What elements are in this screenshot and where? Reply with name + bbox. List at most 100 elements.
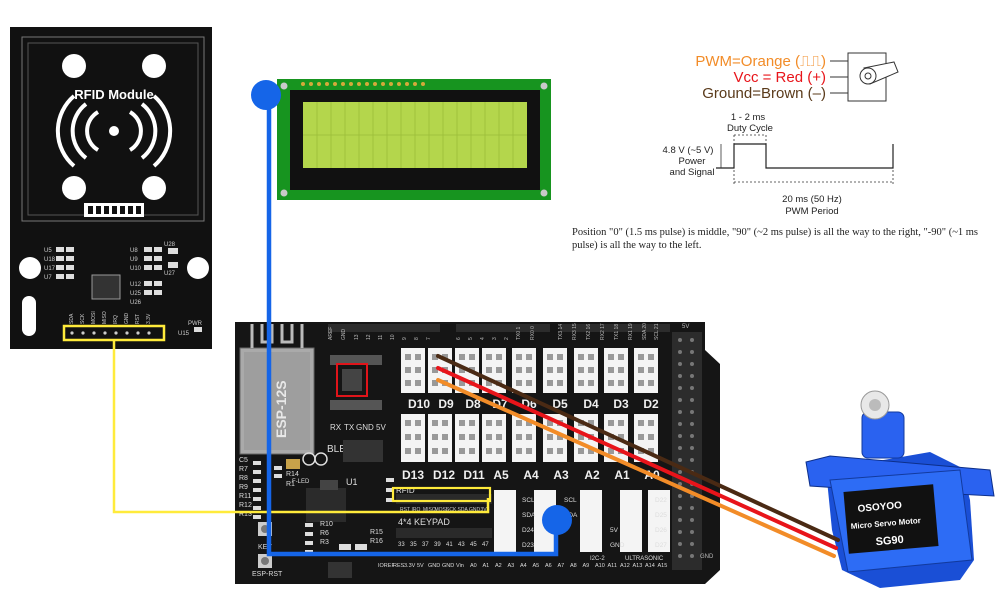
pin-block [428, 414, 452, 462]
side-label: D25 [655, 512, 667, 519]
pin-block [401, 414, 425, 462]
analog-label: A8 [570, 563, 577, 569]
digital-top-label: 5 [468, 337, 474, 340]
digital-top-label: TX2 16 [586, 324, 592, 340]
pwm-duty-label: Duty Cycle [727, 123, 773, 134]
rfid-chip-label: U5 [44, 248, 52, 254]
uart-rx: RX [330, 423, 342, 432]
analog-label: A13 [633, 563, 643, 569]
pin-label-top: D2 [643, 397, 659, 411]
power-label: Vin [456, 563, 464, 569]
analog-label: A6 [545, 563, 552, 569]
rfid-pin-label: MISO [102, 311, 108, 324]
power-label: GND [428, 563, 440, 569]
analog-label: A3 [508, 563, 515, 569]
keypad-pin: 47 [482, 542, 489, 548]
analog-label: A9 [583, 563, 590, 569]
pin-label-top: D8 [465, 397, 481, 411]
pin-block [543, 348, 567, 393]
keypad-label: 4*4 KEYPAD [398, 517, 450, 527]
keypad-pin: 39 [434, 542, 441, 548]
uart-gnd: GND [356, 423, 374, 432]
uart-5v: 5V [376, 423, 386, 432]
digital-top-label: 12 [366, 334, 372, 340]
uart-tx: TX [344, 423, 355, 432]
ultrasonic-label: ULTRASONIC [625, 556, 664, 562]
pin-block [634, 348, 658, 393]
digital-top-label: GND [341, 329, 347, 341]
pin-block [482, 414, 506, 462]
analog-label: A14 [645, 563, 655, 569]
fled-label: F-LED [292, 479, 310, 485]
component-label: R3 [320, 539, 329, 546]
component-label: R1 [286, 481, 295, 488]
rfid-pin-label: RST [135, 314, 141, 324]
analog-label: A12 [620, 563, 630, 569]
keypad-pin: 43 [458, 542, 465, 548]
rfid-chip-label: U25 [130, 291, 142, 297]
rfid-pin-label: 3.3V [146, 313, 152, 324]
pin-label-top: D3 [613, 397, 629, 411]
digital-top-label: 3 [492, 337, 498, 340]
analog-label: A1 [483, 563, 490, 569]
board-rfid-pin: IRQ [412, 507, 421, 513]
digital-top-label: 9 [402, 337, 408, 340]
rfid-pin-label: MOSI [91, 311, 97, 324]
digital-top-label: 7 [426, 337, 432, 340]
board-rfid-pin: MOSI [435, 507, 448, 513]
servo-motor: OSOYOO Micro Servo Motor SG90 [805, 390, 995, 588]
board-rfid-highlight [391, 486, 492, 503]
pin-label-bottom: D12 [433, 468, 455, 482]
lcd-module [277, 79, 551, 200]
rfid-pwr-label: PWR [188, 321, 203, 327]
rfid-chip-label: U10 [130, 266, 142, 272]
pin-label-top: D4 [583, 397, 599, 411]
digital-top-label: 13 [354, 334, 360, 340]
side-label: D27 [655, 542, 667, 549]
pin-label-top: D5 [552, 397, 568, 411]
rfid-chip-label: U8 [130, 248, 138, 254]
servo-horn-icon [859, 61, 899, 85]
legend-gnd: Ground=Brown (–) [702, 85, 826, 102]
pin-label-top: D9 [438, 397, 454, 411]
esp-jumper-highlight [336, 363, 368, 397]
servo-model: SG90 [875, 534, 904, 548]
board-rfid-pin: MISO [423, 507, 436, 513]
rfid-chip-label: U12 [130, 282, 142, 288]
component-label: R11 [239, 493, 251, 500]
pin-block [574, 348, 598, 393]
side-label: SDA [522, 512, 536, 519]
pin-block [455, 414, 479, 462]
arduino-logo-icon [302, 452, 328, 466]
servo-legend: PWM=Orange (⎍⎍) Vcc = Red (+) Ground=Bro… [695, 52, 899, 102]
keypad-pin: 37 [422, 542, 429, 548]
rfid-chip-label: U26 [130, 300, 142, 306]
side-label: D22 [655, 497, 667, 504]
power-label: RES [393, 563, 405, 569]
rfid-chip-label: U7 [44, 275, 52, 281]
rfid-module: RFID Module [10, 27, 212, 349]
servo-wire-red [436, 366, 838, 550]
digital-top-label: 4 [480, 337, 486, 340]
pin-label-top: D10 [408, 397, 430, 411]
key-label: KEY [258, 544, 272, 551]
pwm-power: Power [679, 156, 706, 167]
component-label: R15 [370, 529, 383, 536]
component-label: C5 [239, 457, 248, 464]
component-label: R8 [239, 475, 248, 482]
rfid-pin-label: IRQ [113, 315, 119, 324]
digital-top-label: 11 [378, 335, 384, 340]
right-gnd-label: GND [700, 554, 714, 560]
digital-top-label: RX1 19 [628, 323, 634, 340]
analog-label: A2 [495, 563, 502, 569]
rfid-chip-label: U27 [164, 271, 176, 277]
pin-label-bottom: A1 [614, 468, 630, 482]
rfid-chip-label: U9 [130, 257, 138, 263]
analog-label: A5 [533, 563, 540, 569]
pwm-diagram: 1 - 2 ms Duty Cycle 4.8 V (~5 V) Power a… [663, 112, 894, 217]
pin-block [512, 348, 536, 393]
digital-top-label: SCL 21 [654, 323, 660, 340]
digital-top-label: TX0 1 [516, 326, 522, 340]
